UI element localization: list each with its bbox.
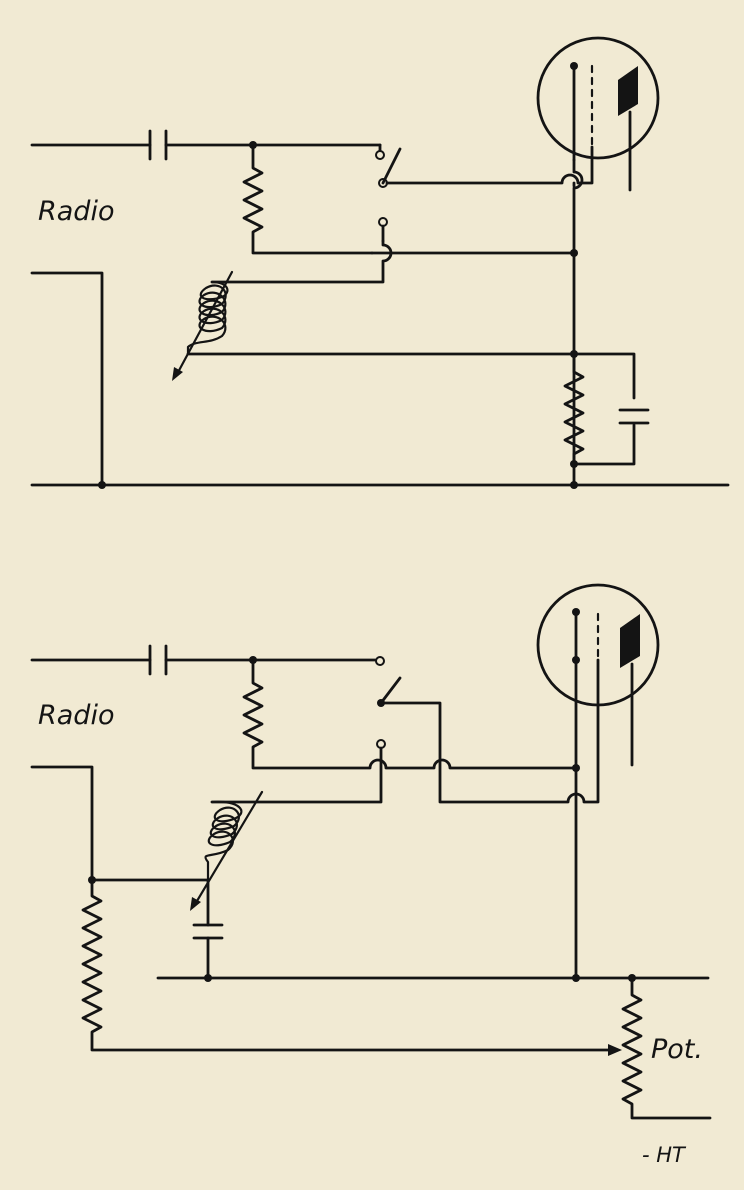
ht-label: - HT xyxy=(642,1143,687,1167)
lower-coil-capacitor xyxy=(192,878,224,980)
upper-earth-dot-left xyxy=(98,481,106,489)
lower-reaction-resistor xyxy=(81,878,622,1056)
upper-grid-resistor xyxy=(242,143,374,255)
upper-switch-wire xyxy=(385,145,594,185)
lower-circuit: Radio Pot. - HT xyxy=(30,583,712,1167)
upper-coil-wire xyxy=(210,239,393,284)
upper-bias-wire xyxy=(186,352,636,400)
lower-grid-resistor xyxy=(242,658,578,770)
lower-earth-dot-left xyxy=(204,974,212,982)
lower-tuning-coil xyxy=(190,790,264,911)
lower-switch[interactable] xyxy=(210,656,402,804)
upper-circuit: Radio xyxy=(30,36,730,489)
lower-valve xyxy=(536,583,660,980)
lower-input-wire xyxy=(30,644,382,676)
upper-earth-dot-right xyxy=(570,481,578,489)
upper-radio-label: Radio xyxy=(38,196,114,227)
lower-potentiometer[interactable] xyxy=(621,976,712,1120)
upper-aerial-return xyxy=(30,271,104,487)
lower-switch-wire xyxy=(383,658,600,804)
upper-switch[interactable] xyxy=(375,143,402,243)
lower-aerial-return xyxy=(30,765,210,882)
upper-valve xyxy=(536,36,660,487)
upper-bias-network xyxy=(563,352,650,468)
pot-label: Pot. xyxy=(651,1034,703,1065)
upper-tuning-coil xyxy=(172,270,234,381)
lower-radio-label: Radio xyxy=(38,700,114,731)
upper-input-wire xyxy=(30,129,382,161)
upper-cathode-dot xyxy=(570,249,578,257)
lower-earth-dot-mid xyxy=(572,974,580,982)
